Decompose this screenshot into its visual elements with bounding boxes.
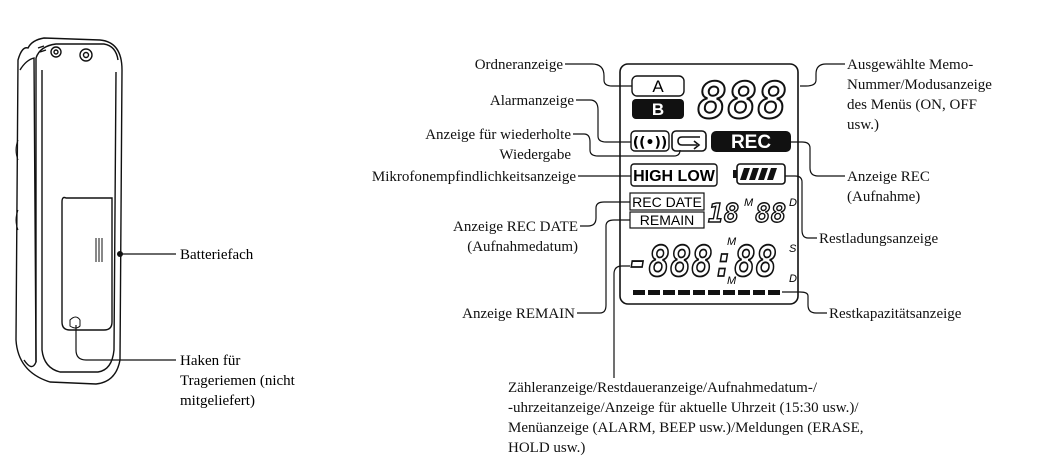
rec-badge: REC	[731, 132, 771, 153]
sensitivity-box	[630, 163, 718, 187]
memo-number-digits: 888	[697, 72, 787, 130]
counter-unit-s: S	[789, 243, 797, 255]
label-strap-hook-line3: mitgeliefert)	[180, 393, 255, 409]
folder-b: B	[652, 100, 664, 119]
label-memo-line3: des Menüs (ON, OFF	[847, 97, 977, 113]
device-leaders	[75, 253, 176, 361]
label-mic-sensitivity: Mikrofonempfindlichkeitsanzeige	[372, 169, 576, 185]
label-battery-compartment: Batteriefach	[180, 247, 254, 263]
label-repeat-line2: Wiedergabe	[499, 147, 571, 163]
counter-unit-m-bottom: M	[727, 275, 737, 287]
label-memory-remaining: Restkapazitätsanzeige	[829, 306, 962, 322]
folder-a: A	[652, 77, 664, 96]
label-counter-line4: HOLD usw.)	[508, 440, 585, 456]
label-alarm: Alarmanzeige	[490, 93, 574, 109]
battery-icon	[733, 163, 786, 185]
rec-date-indicator: REC DATE	[632, 194, 702, 210]
label-repeat-line1: Anzeige für wiederholte	[425, 127, 571, 143]
label-memo-line1: Ausgewählte Memo-	[847, 57, 973, 73]
counter-digits: -888:88	[627, 237, 777, 286]
label-memo-line4: usw.)	[847, 117, 879, 133]
small-digits-1: 18	[708, 199, 739, 229]
counter-unit-d: D	[789, 273, 797, 285]
small-unit-d: D	[789, 197, 797, 209]
label-folder: Ordneranzeige	[475, 57, 564, 73]
small-digits-2: 88	[755, 199, 786, 229]
memory-bar-icon	[633, 290, 780, 295]
label-rec-date-line2: (Aufnahmedatum)	[467, 239, 578, 255]
strap-hook	[69, 316, 81, 329]
lcd-display: A B 888 ((•)) REC HIGH LOW REC DATE RE	[619, 63, 799, 305]
alarm-icon-box	[630, 130, 670, 152]
folder-b-box	[632, 99, 684, 119]
leader-dot	[117, 251, 123, 257]
voice-recorder-device	[15, 37, 123, 385]
sensitivity-indicator: HIGH LOW	[633, 168, 716, 185]
label-strap-hook-line1: Haken für	[180, 353, 240, 369]
remain-indicator: REMAIN	[640, 212, 694, 228]
label-remain: Anzeige REMAIN	[462, 306, 575, 322]
label-memo-line2: Nummer/Modusanzeige	[847, 77, 992, 93]
rec-badge-box	[711, 131, 791, 152]
alarm-icon: ((•))	[633, 135, 668, 151]
label-rec-date-line1: Anzeige REC DATE	[453, 219, 578, 235]
label-counter-line3: Menüanzeige (ALARM, BEEP usw.)/Meldungen…	[508, 420, 864, 436]
display-leaders	[565, 63, 845, 378]
label-rec-line1: Anzeige REC	[847, 169, 930, 185]
repeat-icon	[671, 130, 707, 152]
battery-compartment	[61, 196, 113, 331]
small-unit-m: M	[744, 197, 754, 209]
counter-unit-m-top: M	[727, 236, 737, 248]
label-strap-hook-line2: Trageriemen (nicht	[180, 373, 296, 389]
label-counter-line1: Zähleranzeige/Restdaueranzeige/Aufnahmed…	[508, 380, 818, 396]
label-rec-line2: (Aufnahme)	[847, 189, 920, 205]
label-battery-remaining: Restladungsanzeige	[819, 231, 938, 247]
label-counter-line2: -uhrzeitanzeige/Anzeige für aktuelle Uhr…	[508, 400, 859, 416]
